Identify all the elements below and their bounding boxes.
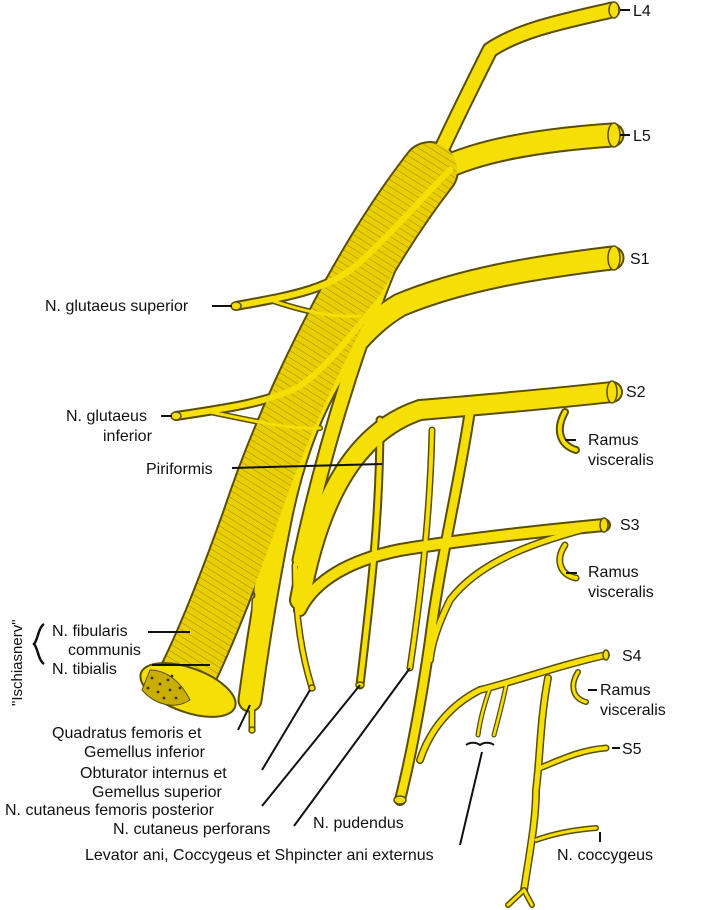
s3-stump <box>599 517 609 533</box>
label-quadratus-1: Quadratus femoris et <box>52 725 202 742</box>
l4-stump <box>608 1 620 19</box>
label-ischiasnerv: "Ischiasnerv" <box>9 619 26 706</box>
sciatic-cross-section <box>139 662 237 718</box>
label-ramus-visceralis-1b: visceralis <box>588 452 654 469</box>
label-fibularis-1: N. fibularis <box>52 623 128 640</box>
labels: L4 L5 S1 S2 S3 S4 S5 N. glutaeus superio… <box>5 3 666 864</box>
label-glutaeus-inferior-2: inferior <box>103 428 153 445</box>
label-levator-ani: Levator ani, Coccygeus et Shpincter ani … <box>85 847 434 864</box>
s1-stump <box>607 245 621 271</box>
label-cutaneus-femoris-posterior: N. cutaneus femoris posterior <box>5 802 215 819</box>
label-quadratus-2: Gemellus inferior <box>84 744 206 761</box>
leader-lines <box>32 9 630 846</box>
label-cutaneus-perforans: N. cutaneus perforans <box>113 821 270 838</box>
label-ramus-visceralis-1a: Ramus <box>588 432 639 449</box>
label-piriformis: Piriformis <box>146 461 213 478</box>
label-l5: L5 <box>633 128 651 145</box>
label-s5: S5 <box>622 741 642 758</box>
label-fibularis-2: communis <box>68 642 141 659</box>
label-pudendus: N. pudendus <box>313 815 404 832</box>
label-obturator-2: Gemellus superior <box>92 784 223 801</box>
label-tibialis: N. tibialis <box>52 661 117 678</box>
label-coccygeus: N. coccygeus <box>557 847 653 864</box>
label-ramus-visceralis-2b: visceralis <box>588 584 654 601</box>
label-s3: S3 <box>620 517 640 534</box>
label-ramus-visceralis-3a: Ramus <box>600 682 651 699</box>
plexus-nerves <box>139 1 625 908</box>
label-l4: L4 <box>633 3 651 20</box>
label-s2: S2 <box>626 384 646 401</box>
label-glutaeus-superior: N. glutaeus superior <box>45 298 189 315</box>
s2-stump <box>606 380 618 404</box>
label-ramus-visceralis-3b: visceralis <box>600 702 666 719</box>
s4-stump <box>602 649 610 661</box>
label-glutaeus-inferior-1: N. glutaeus <box>66 408 147 425</box>
label-s4: S4 <box>622 648 642 665</box>
l5-stump <box>607 122 621 148</box>
label-ramus-visceralis-2a: Ramus <box>588 564 639 581</box>
label-obturator-1: Obturator internus et <box>80 765 227 782</box>
label-s1: S1 <box>630 251 650 268</box>
